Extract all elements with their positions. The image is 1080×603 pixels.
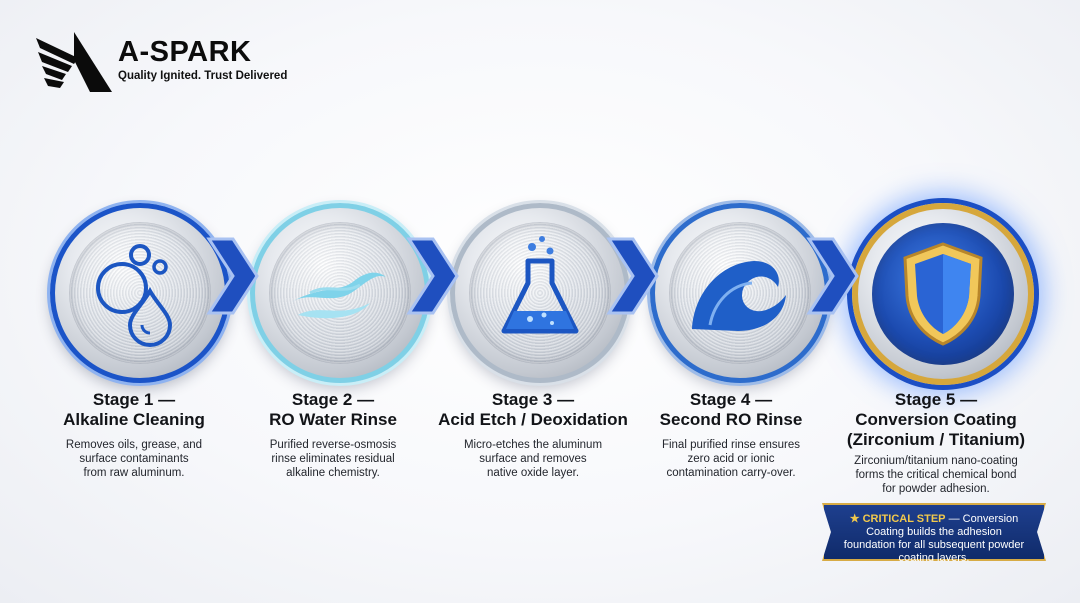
brand-tagline: Quality Ignited. Trust Delivered xyxy=(118,70,288,82)
stage-5-title: Stage 5 — Conversion Coating (Zirconium … xyxy=(846,390,1026,449)
stage-3-desc: Micro-etches the aluminum surface and re… xyxy=(463,439,603,479)
critical-step-label: ★ CRITICAL STEP xyxy=(849,513,946,525)
flask-icon xyxy=(501,236,579,334)
stage-2-title: Stage 2 — RO Water Rinse xyxy=(269,390,397,429)
stage-4-title: Stage 4 — Second RO Rinse xyxy=(659,390,803,429)
stage-4-disc xyxy=(650,203,830,383)
critical-step-banner: ★ CRITICAL STEP — Conversion Coating bui… xyxy=(822,503,1046,561)
stage-5-desc: Zirconium/titanium nano-coating forms th… xyxy=(854,455,1018,495)
wave-icon xyxy=(692,261,786,331)
stage-1-desc: Removes oils, grease, and surface contam… xyxy=(65,439,203,479)
critical-step-text: — Conversion Coating builds the adhesion… xyxy=(843,513,1025,564)
stage-1-title: Stage 1 — Alkaline Cleaning xyxy=(63,390,205,429)
brand-name: A-SPARK xyxy=(118,36,252,68)
stage-3-disc xyxy=(450,203,630,383)
chevron-right-icon xyxy=(406,237,459,315)
stage-5-disc xyxy=(852,203,1034,385)
water-swirl-icon xyxy=(290,272,386,319)
chevron-right-icon xyxy=(206,237,259,315)
stage-1-disc xyxy=(50,203,230,383)
stage-2-disc xyxy=(250,203,430,383)
stage-4-desc: Final purified rinse ensures zero acid o… xyxy=(661,439,801,479)
bubbles-drop-icon xyxy=(96,244,173,347)
shield-icon xyxy=(903,242,983,346)
brand-logo: A-SPARK Quality Ignited. Trust Delivered xyxy=(34,30,304,100)
chevron-right-icon xyxy=(606,237,659,315)
stage-3-title: Stage 3 — Acid Etch / Deoxidation xyxy=(438,390,628,429)
eagle-icon xyxy=(36,32,112,92)
chevron-right-icon xyxy=(806,237,859,315)
stage-2-desc: Purified reverse-osmosis rinse eliminate… xyxy=(269,439,397,479)
